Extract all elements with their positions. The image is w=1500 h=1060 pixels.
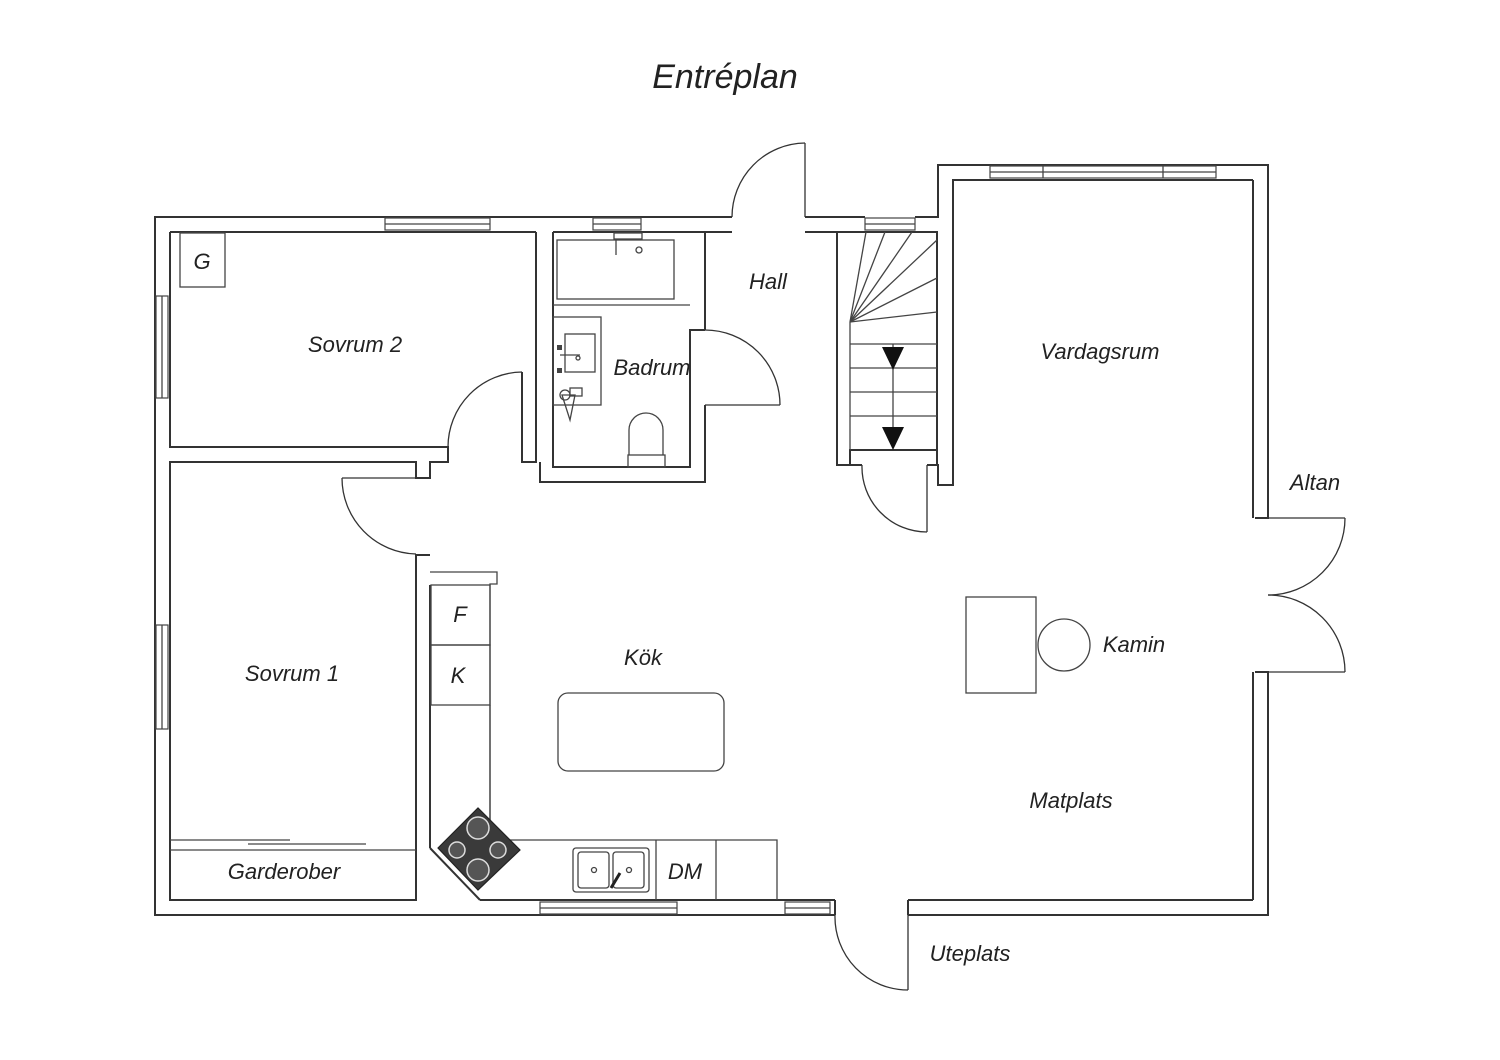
kitchen [430,571,778,900]
room-label-uteplats: Uteplats [930,941,1011,966]
fireplace-hearth [965,596,1037,694]
kitchen-island [557,692,725,772]
windows [155,165,1217,915]
shower-fixture [561,394,576,423]
interior-walls [521,231,938,483]
kitchen-sink [572,847,650,893]
bathroom-fixtures [552,232,690,468]
stair-arrow-2 [882,427,904,450]
k-label: K [451,663,467,688]
doors [341,142,1346,991]
sovrum1-door [341,477,417,555]
stair-arrow-1 [882,347,904,370]
g-box [179,232,226,288]
room-label-badrum: Badrum [613,355,690,380]
room-label-sovrum2: Sovrum 2 [308,332,402,357]
f-label: F [453,602,468,627]
dm-label: DM [668,859,703,884]
bathroom-sink [552,316,602,406]
room-label-garderober: Garderober [228,859,342,884]
g-label: G [193,249,210,274]
room-label-vardagsrum: Vardagsrum [1040,339,1159,364]
room-label-kamin: Kamin [1103,632,1165,657]
room-label-hall: Hall [749,269,788,294]
stove [437,807,521,891]
sovrum2-door [447,371,523,448]
wardrobe [170,839,416,851]
staircase [849,231,938,450]
fireplace [1037,618,1091,672]
room-label-kok: Kök [624,645,663,670]
entrance-door [731,142,806,218]
room-label-sovrum1: Sovrum 1 [245,661,339,686]
plan-title: Entréplan [652,58,798,96]
freezer [430,644,491,706]
room-label-matplats: Matplats [1029,788,1112,813]
stair-door [861,464,928,533]
badrum-door [704,329,781,406]
uteplats-door [834,914,909,991]
room-label-altan: Altan [1288,470,1340,495]
toilet [627,412,666,468]
altan-door [1267,517,1346,673]
